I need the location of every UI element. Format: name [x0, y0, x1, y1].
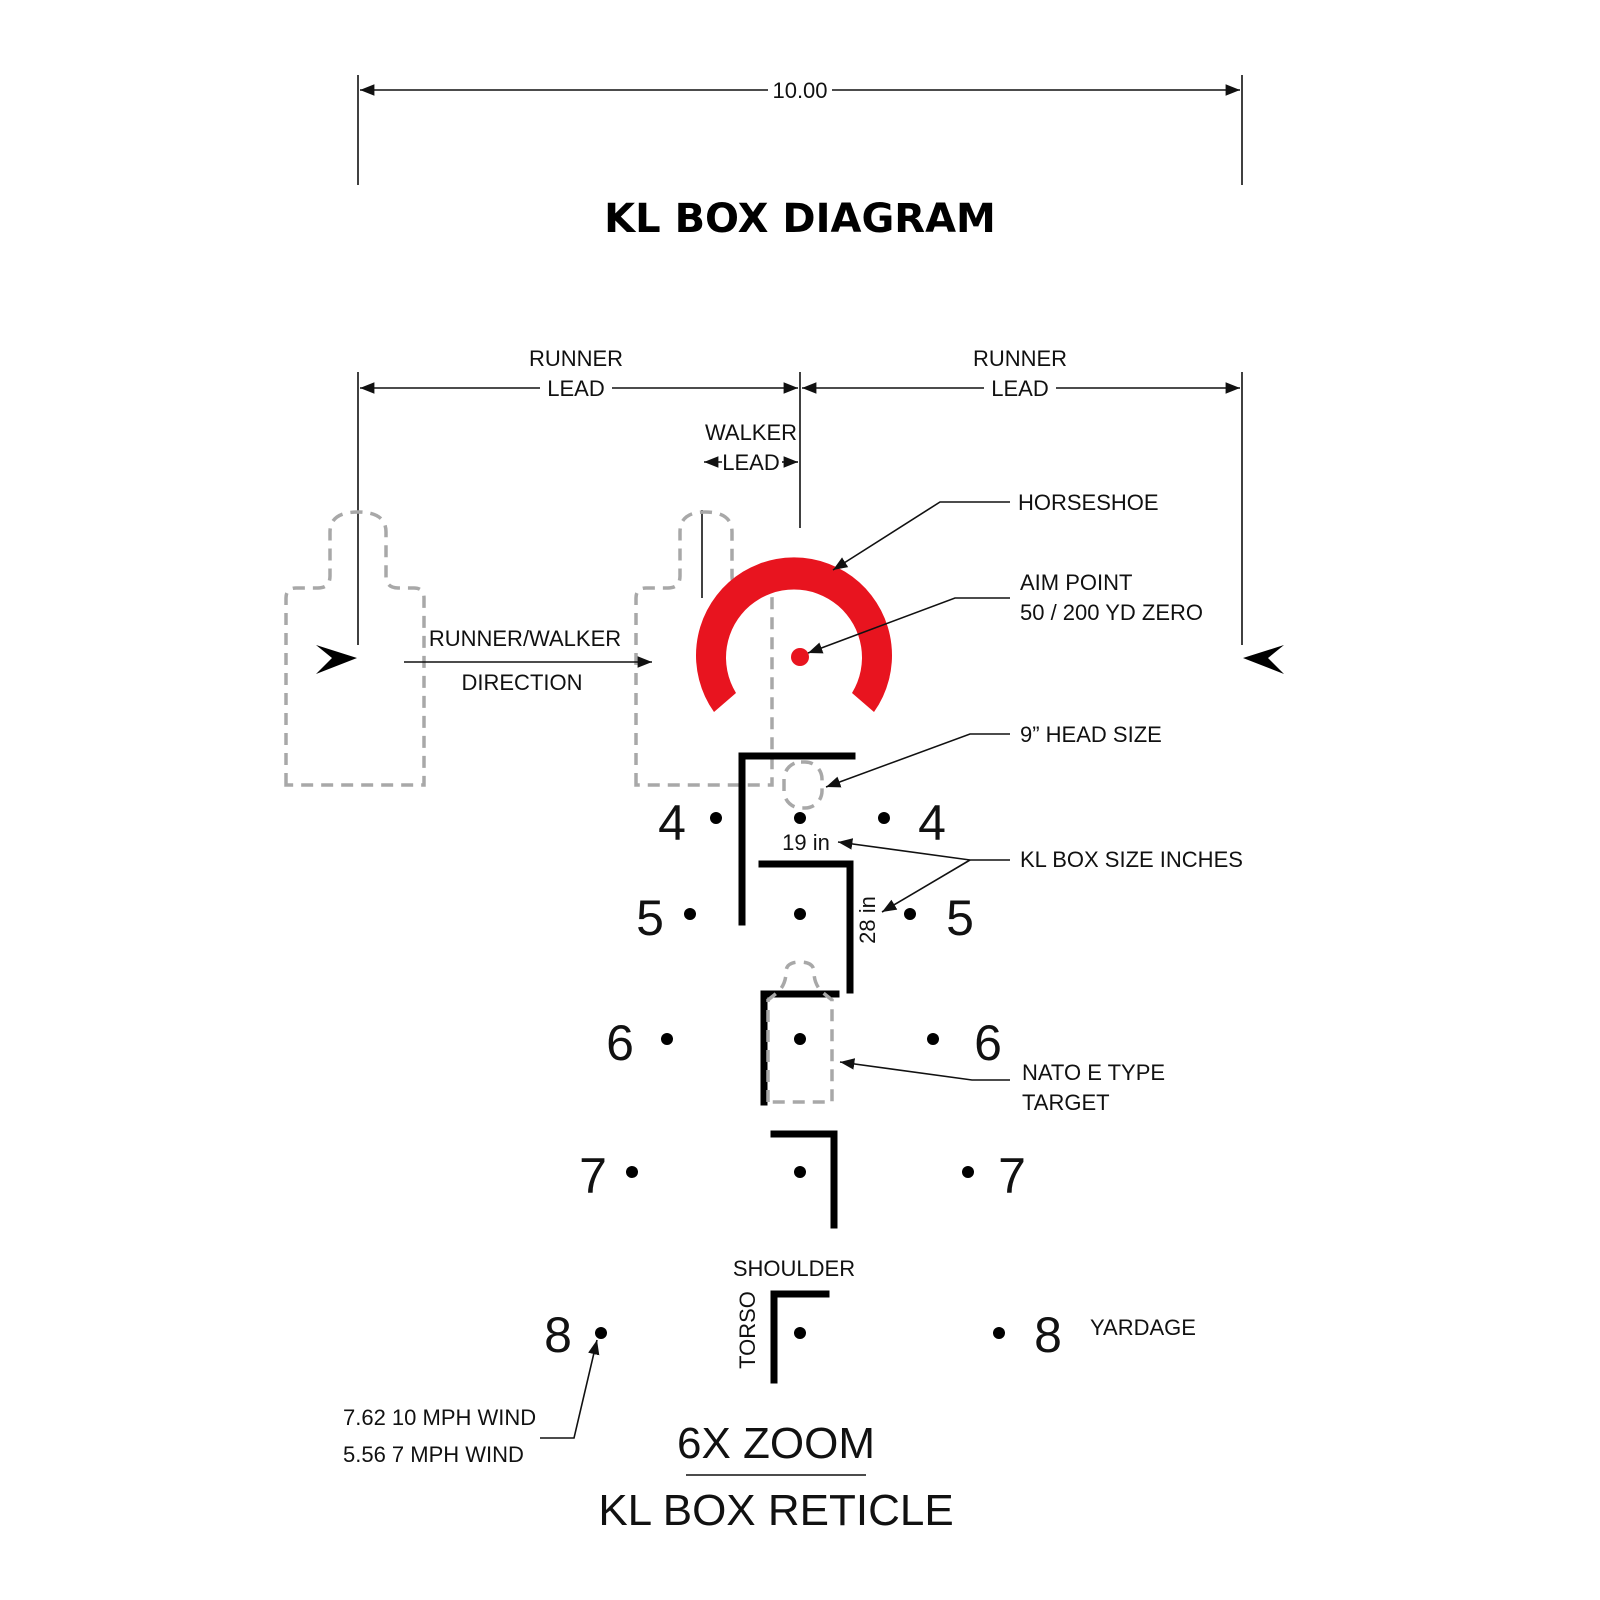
hold-dot-6-left: [661, 1033, 673, 1045]
yardage-6-right: 6: [974, 1015, 1002, 1071]
box-width-label: 19 in: [782, 830, 830, 855]
top-dimension: 10.00: [357, 75, 1243, 185]
callout-kl-box-size: KL BOX SIZE INCHES: [837, 838, 1243, 913]
runner-lead-right-line1: RUNNER: [973, 346, 1067, 371]
callout-aim-point: AIM POINT 50 / 200 YD ZERO: [807, 570, 1203, 654]
callout-kl-box-size-label: KL BOX SIZE INCHES: [1020, 847, 1243, 872]
callout-aim-point-line2: 50 / 200 YD ZERO: [1020, 600, 1203, 625]
kl-box-6: [760, 990, 840, 1106]
yardage-legend: YARDAGE: [1090, 1315, 1196, 1340]
hold-dot-7-left: [626, 1166, 638, 1178]
yardage-7-left: 7: [579, 1148, 607, 1204]
center-dot-7: [794, 1166, 806, 1178]
callout-head-size: 9” HEAD SIZE: [825, 722, 1162, 788]
hold-dot-5-left: [684, 908, 696, 920]
callout-horseshoe: HORSESHOE: [832, 490, 1159, 571]
nato-e-target: [766, 960, 834, 1104]
runner-lead-left-line1: RUNNER: [529, 346, 623, 371]
kl-box-4: [738, 752, 856, 926]
hold-dot-4-right: [878, 812, 890, 824]
center-dot-8: [794, 1327, 806, 1339]
hold-dot-7-right: [962, 1166, 974, 1178]
callout-nato-target-line2: TARGET: [1022, 1090, 1110, 1115]
torso-label: TORSO: [735, 1291, 760, 1369]
walker-lead-line2: LEAD: [722, 450, 779, 475]
dimension-value: 10.00: [772, 78, 827, 103]
runner-lead-left-line2: LEAD: [547, 376, 604, 401]
hold-dot-8-left: [595, 1327, 607, 1339]
callout-aim-point-line1: AIM POINT: [1020, 570, 1132, 595]
shoulder-label: SHOULDER: [733, 1256, 855, 1281]
runner-lead-left: RUNNER LEAD: [357, 346, 801, 645]
horseshoe: [696, 557, 892, 712]
kl-box-8-torso: [770, 1290, 830, 1384]
direction-label-line1: RUNNER/WALKER: [429, 626, 621, 651]
head-size-oval: [782, 760, 824, 810]
hold-dot-6-right: [927, 1033, 939, 1045]
page-title: KL BOX DIAGRAM: [604, 196, 996, 242]
center-dot-4: [794, 812, 806, 824]
direction-label-line2: DIRECTION: [462, 670, 583, 695]
walker-lead-line1: WALKER: [705, 420, 797, 445]
footer-zoom: 6X ZOOM: [677, 1419, 875, 1468]
callout-head-size-label: 9” HEAD SIZE: [1020, 722, 1162, 747]
yardage-4-right: 4: [918, 795, 946, 851]
callout-wind: 7.62 10 MPH WIND 5.56 7 MPH WIND: [343, 1339, 600, 1467]
wind-line2: 5.56 7 MPH WIND: [343, 1442, 524, 1467]
yardage-4-left: 4: [658, 795, 686, 851]
aim-point-dot: [791, 648, 809, 666]
yardage-5-left: 5: [636, 890, 664, 946]
wind-line1: 7.62 10 MPH WIND: [343, 1405, 536, 1430]
runner-lead-right-line2: LEAD: [991, 376, 1048, 401]
yardage-8-left: 8: [544, 1307, 572, 1363]
silhouette-target-left: [284, 510, 426, 787]
arrowhead-right: [1243, 645, 1284, 674]
footer-reticle: KL BOX RETICLE: [598, 1486, 953, 1535]
kl-box-7: [770, 1130, 838, 1229]
yardage-5-right: 5: [946, 890, 974, 946]
hold-dot-5-right: [904, 908, 916, 920]
callout-nato-target: NATO E TYPE TARGET: [839, 1058, 1165, 1115]
direction-arrow: RUNNER/WALKER DIRECTION: [404, 626, 652, 695]
yardage-7-right: 7: [998, 1148, 1026, 1204]
callout-horseshoe-label: HORSESHOE: [1018, 490, 1159, 515]
center-dot-6: [794, 1033, 806, 1045]
callout-nato-target-line1: NATO E TYPE: [1022, 1060, 1165, 1085]
center-dot-5: [794, 908, 806, 920]
kl-box-5: [758, 860, 854, 994]
walker-lead: WALKER LEAD: [701, 420, 798, 598]
yardage-6-left: 6: [606, 1015, 634, 1071]
runner-lead-right: RUNNER LEAD: [802, 346, 1243, 645]
arrowhead-left: [316, 645, 357, 674]
hold-dot-4-left: [710, 812, 722, 824]
yardage-8-right: 8: [1034, 1307, 1062, 1363]
box-height-label: 28 in: [855, 896, 880, 944]
hold-dot-8-right: [993, 1327, 1005, 1339]
